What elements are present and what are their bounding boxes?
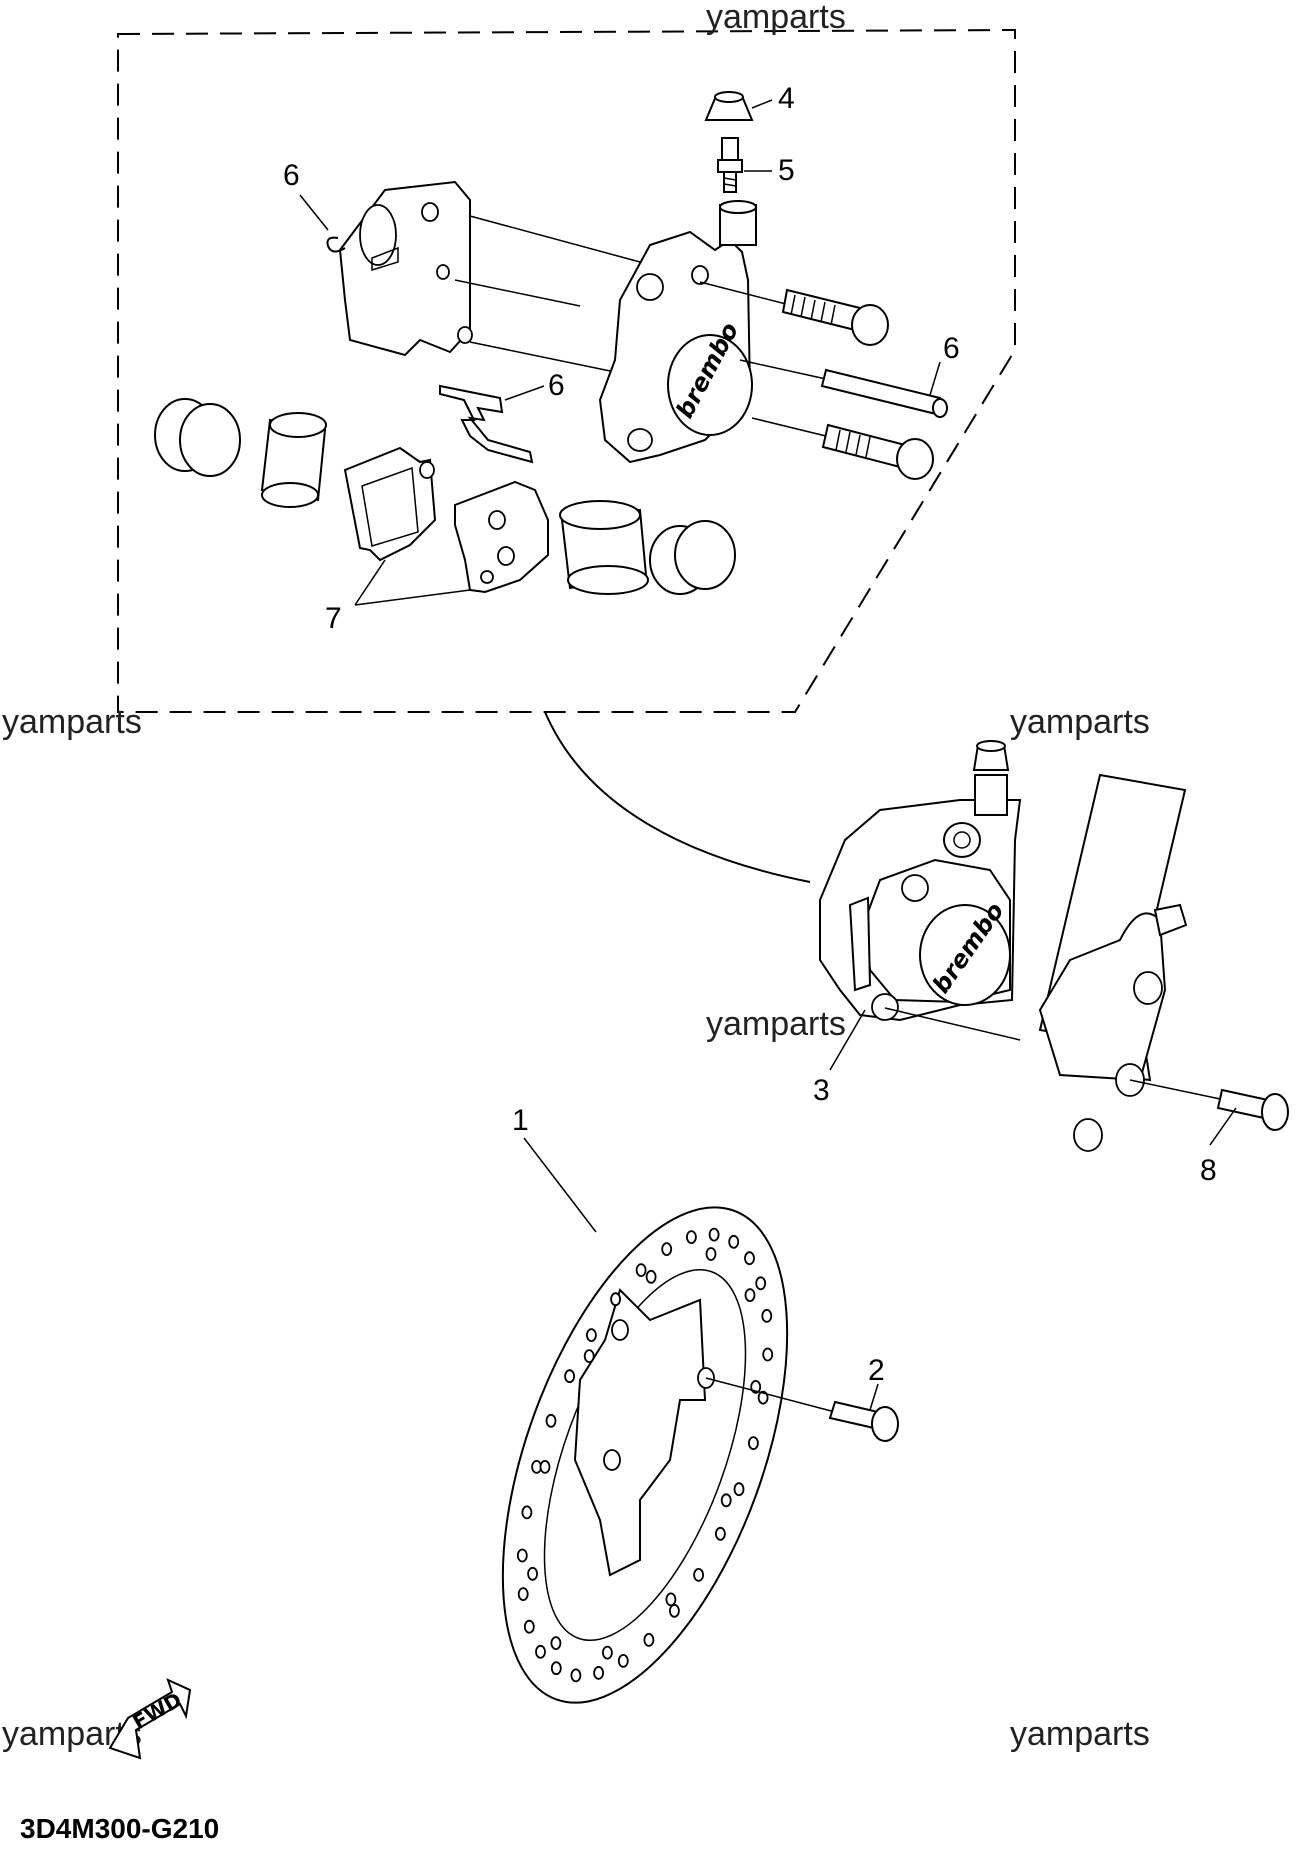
watermark-top: yamparts <box>706 0 846 36</box>
callout-6-spring: 6 <box>548 369 565 402</box>
disc-vent-hole <box>708 1227 720 1242</box>
disc-vent-hole <box>583 1349 595 1363</box>
disc-vent-hole <box>693 1568 704 1582</box>
disc-vent-hole <box>539 1460 551 1474</box>
bleeder-cap <box>704 91 754 121</box>
pad-pin <box>739 359 948 418</box>
callout-8: 8 <box>1200 1154 1217 1187</box>
callout-6-pin: 6 <box>943 332 960 365</box>
disc-vent-hole <box>757 1390 769 1405</box>
brake-pad-1 <box>343 446 437 562</box>
callout-3: 3 <box>813 1074 830 1107</box>
disc-vent-hole <box>733 1482 745 1497</box>
disc-vent-hole <box>661 1242 673 1256</box>
disc-vent-hole <box>635 1263 647 1277</box>
disc-vent-hole <box>586 1328 597 1342</box>
disc-vent-hole <box>665 1592 677 1607</box>
disc-vent-hole <box>550 1661 562 1676</box>
disc-bolt <box>705 1377 899 1442</box>
disc-vent-hole <box>535 1644 546 1659</box>
disc-vent-hole <box>570 1668 582 1683</box>
caliper-bolt-upper <box>699 281 889 346</box>
disc-vent-hole <box>545 1413 557 1428</box>
brake-caliper-assembly: brembo <box>819 740 1022 1022</box>
callout-2: 2 <box>868 1354 885 1387</box>
disc-vent-hole <box>715 1526 726 1541</box>
callout-7: 7 <box>325 602 342 635</box>
retaining-clip <box>326 236 346 253</box>
fwd-label: FWD <box>129 1687 186 1734</box>
caliper-bracket <box>338 180 473 357</box>
piston-seal-right <box>649 520 736 595</box>
disc-vent-hole <box>748 1436 759 1450</box>
disc-vent-hole <box>755 1276 767 1291</box>
disc-vent-hole <box>550 1636 562 1650</box>
disc-vent-hole <box>645 1269 657 1284</box>
disc-vent-hole <box>521 1505 533 1520</box>
piston-left <box>260 412 327 508</box>
diagram-code: 3D4M300-G210 <box>20 1813 219 1844</box>
disc-vent-hole <box>564 1369 575 1384</box>
brake-disc <box>501 1206 789 1704</box>
callout-1: 1 <box>512 1104 529 1137</box>
watermark-center: yamparts <box>706 1005 846 1043</box>
disc-vent-hole <box>705 1247 717 1261</box>
piston-right <box>559 500 649 595</box>
piston-seal-left <box>154 398 241 477</box>
callout-6-clip: 6 <box>283 159 300 192</box>
watermark-left: yamparts <box>2 703 142 741</box>
disc-vent-hole <box>516 1548 528 1563</box>
front-fork-leg <box>1038 773 1188 1152</box>
disc-vent-hole <box>527 1566 538 1581</box>
disc-vent-hole <box>761 1309 773 1323</box>
pad-spring <box>439 384 534 464</box>
disc-vent-hole <box>744 1251 755 1266</box>
disc-vent-hole <box>744 1288 756 1302</box>
disc-vent-hole <box>643 1633 655 1647</box>
brake-pad-2 <box>454 480 549 594</box>
disc-vent-hole <box>602 1645 613 1660</box>
disc-vent-hole <box>762 1347 774 1362</box>
disc-vent-hole <box>617 1654 629 1668</box>
disc-vent-hole <box>593 1666 604 1680</box>
disc-vent-hole <box>728 1234 740 1249</box>
exploded-view-boundary <box>117 28 1016 713</box>
disc-vent-hole <box>669 1603 680 1618</box>
caliper-body: brembo <box>598 230 753 464</box>
disc-vent-hole <box>517 1587 529 1601</box>
disc-vent-holes <box>516 1227 774 1683</box>
assembly-connector-curve <box>544 711 811 883</box>
disc-vent-hole <box>686 1230 697 1244</box>
callout-5: 5 <box>778 154 795 187</box>
watermark-bottom-right: yamparts <box>1010 1715 1150 1753</box>
disc-vent-hole <box>523 1619 535 1634</box>
caliper-bolt-lower <box>751 417 934 480</box>
bleeder-screw <box>717 137 743 193</box>
disc-vent-hole <box>610 1292 621 1307</box>
watermark-right: yamparts <box>1010 703 1150 741</box>
caliper-mounting-bolt <box>1129 1079 1289 1131</box>
disc-vent-hole <box>720 1493 732 1508</box>
callout-4: 4 <box>778 82 795 115</box>
